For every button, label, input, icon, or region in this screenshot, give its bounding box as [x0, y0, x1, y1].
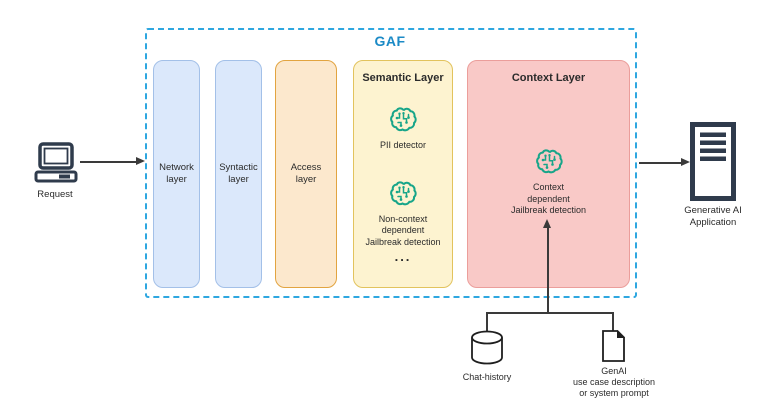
context-input-arrow-head [543, 219, 551, 228]
brain-circuit-icon [533, 147, 565, 179]
access-layer-label: Access layer [290, 161, 322, 185]
network-layer-box: Network layer [153, 60, 200, 288]
chat-history-connector [486, 312, 488, 332]
output-arrow-head [681, 158, 690, 166]
context-layer-box: Context Layer Context dependent Jailbrea… [467, 60, 630, 288]
request-label: Request [37, 189, 73, 200]
gaf-title: GAF [374, 33, 406, 49]
sources-connector-horizontal [487, 312, 614, 314]
network-layer-label: Network layer [159, 161, 194, 185]
computer-icon [33, 142, 79, 184]
request-arrow-head [136, 157, 145, 165]
genai-use-case-label: GenAI use case description or system pro… [572, 366, 656, 398]
non-context-jailbreak-label: Non-context dependent Jailbreak detectio… [365, 213, 441, 247]
output-arrow-line [639, 162, 682, 164]
more-detectors-ellipsis: ... [394, 249, 412, 265]
context-layer-title: Context Layer [511, 72, 586, 84]
context-input-arrow-line [547, 227, 549, 313]
syntactic-layer-box: Syntactic layer [215, 60, 262, 288]
semantic-layer-box: Semantic Layer PII detector Non-context … [353, 60, 453, 288]
database-cylinder-icon [470, 330, 504, 365]
brain-circuit-icon [387, 105, 419, 137]
access-layer-box: Access layer [275, 60, 337, 288]
server-icon [690, 122, 736, 201]
request-arrow-line [80, 161, 138, 163]
context-jailbreak-label: Context dependent Jailbreak detection [510, 182, 587, 216]
pii-detector-label: PII detector [379, 140, 427, 150]
gaf-boundary [145, 28, 637, 298]
brain-circuit-icon [387, 179, 419, 211]
generative-ai-application-label: Generative AI Application [684, 205, 742, 228]
document-connector [612, 312, 614, 331]
semantic-layer-title: Semantic Layer [362, 72, 444, 84]
chat-history-label: Chat-history [462, 372, 512, 382]
syntactic-layer-label: Syntactic layer [219, 161, 258, 185]
document-icon [602, 329, 626, 362]
